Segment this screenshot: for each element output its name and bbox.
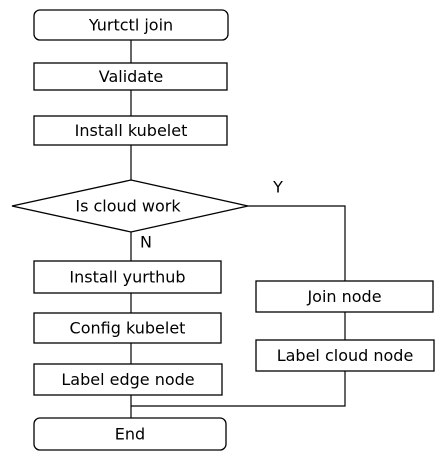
install-kubelet-node: Install kubelet <box>33 115 228 146</box>
validate-node: Validate <box>33 62 228 91</box>
connector-decision-yes-branch <box>248 205 346 281</box>
install-kubelet-node-label: Install kubelet <box>75 121 188 140</box>
flowchart-connectors <box>130 40 346 418</box>
no-branch-label: N <box>140 233 152 252</box>
decision-node: Is cloud work <box>11 179 249 233</box>
yes-branch-label: Y <box>272 178 283 197</box>
end-node-label: End <box>115 425 145 444</box>
label-edge-node-label: Label edge node <box>61 370 194 389</box>
connector-label-cloud-to-end <box>131 371 346 407</box>
end-node: End <box>33 417 227 451</box>
start-node-label: Yurtctl join <box>88 16 173 35</box>
config-kubelet-node: Config kubelet <box>33 312 222 344</box>
label-cloud-node: Label cloud node <box>255 339 435 372</box>
join-node-label: Join node <box>306 287 381 306</box>
label-edge-node: Label edge node <box>33 363 223 396</box>
join-node: Join node <box>255 280 434 313</box>
decision-node-label: Is cloud work <box>75 197 181 216</box>
install-yurthub-node: Install yurthub <box>33 260 222 294</box>
start-node: Yurtctl join <box>33 9 229 41</box>
install-yurthub-node-label: Install yurthub <box>69 268 185 287</box>
config-kubelet-node-label: Config kubelet <box>70 319 186 338</box>
validate-node-label: Validate <box>99 67 163 86</box>
label-cloud-node-label: Label cloud node <box>277 346 414 365</box>
